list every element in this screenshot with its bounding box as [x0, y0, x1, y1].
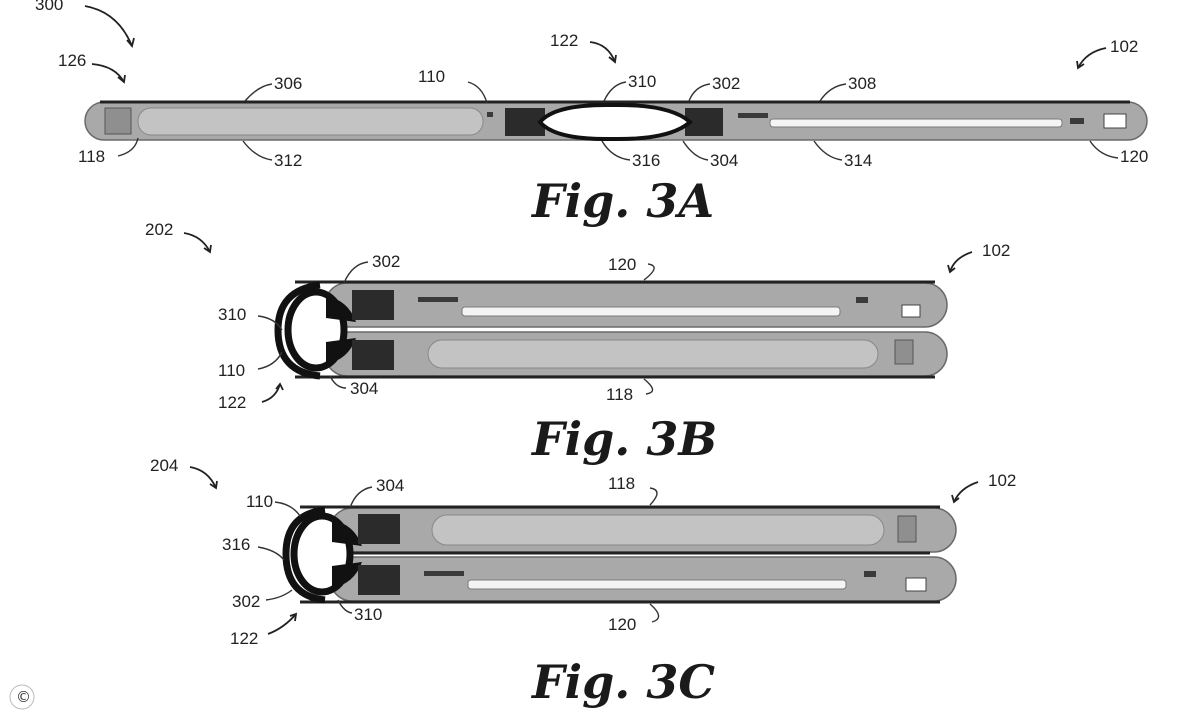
component-upper-c	[901, 304, 921, 318]
figure-3a: 300 126 122 102 306 110 310 302 308 118 …	[35, 0, 1148, 228]
component-small	[487, 112, 493, 117]
component-upper-b	[856, 297, 868, 303]
ref-122: 122	[218, 393, 246, 412]
ref-302: 302	[372, 252, 400, 271]
caption-fig-3a: Fig. 3A	[530, 174, 714, 228]
display-bar-upper	[461, 306, 841, 317]
ref-304: 304	[350, 379, 378, 398]
panel-upper	[324, 282, 948, 328]
component-right-a	[738, 113, 768, 118]
component-right-c	[1103, 113, 1127, 129]
ref-120: 120	[1120, 147, 1148, 166]
battery-upper	[431, 514, 885, 546]
battery-lower	[427, 339, 879, 369]
ref-316: 316	[222, 535, 250, 554]
component-upper-a	[418, 297, 458, 302]
ref-304: 304	[710, 151, 738, 170]
folded-hinge	[282, 506, 326, 604]
ref-310: 310	[354, 605, 382, 624]
ref-304: 304	[376, 476, 404, 495]
panel-lower	[329, 556, 957, 602]
ref-110: 110	[246, 492, 273, 511]
hinge-opening	[537, 102, 693, 142]
display-bar-lower	[467, 579, 847, 590]
ref-120: 120	[608, 255, 636, 274]
ref-202: 202	[145, 220, 173, 239]
ref-308: 308	[848, 74, 876, 93]
display-bar-right	[769, 118, 1063, 128]
hinge-block-bottom	[352, 340, 394, 370]
folded-hinge	[274, 281, 321, 380]
ref-102: 102	[982, 241, 1010, 260]
ref-118: 118	[606, 385, 633, 404]
caption-fig-3c: Fig. 3C	[530, 655, 715, 709]
hinge-block-top	[352, 290, 394, 320]
ref-314: 314	[844, 151, 872, 170]
ref-110: 110	[218, 361, 245, 380]
ref-310: 310	[628, 72, 656, 91]
component-lower-end	[894, 339, 914, 365]
ref-300: 300	[35, 0, 63, 14]
ref-122: 122	[230, 629, 258, 648]
component-right-b	[1070, 118, 1084, 124]
ref-316: 316	[632, 151, 660, 170]
ref-204: 204	[150, 456, 178, 475]
copyright-badge: ©	[9, 684, 35, 710]
hinge-block-top	[358, 514, 400, 544]
caption-fig-3b: Fig. 3B	[530, 412, 717, 466]
ref-302: 302	[232, 592, 260, 611]
ref-302: 302	[712, 74, 740, 93]
ref-126: 126	[58, 51, 86, 70]
ref-110: 110	[418, 67, 445, 86]
component-upper-end	[897, 515, 917, 543]
component-lower-b	[864, 571, 876, 577]
copyright-icon: ©	[16, 688, 31, 706]
ref-120: 120	[608, 615, 636, 634]
hinge-block-bottom	[358, 565, 400, 595]
ref-310: 310	[218, 305, 246, 324]
ref-306: 306	[274, 74, 302, 93]
left-end-component	[104, 107, 132, 135]
ref-122: 122	[550, 31, 578, 50]
ref-118: 118	[78, 147, 105, 166]
figure-3b: 202 302 120 102 310 110 122 304 118 Fig.…	[145, 220, 1010, 466]
figure-3c: 204 304 118 102 110 316 302 122 310 120 …	[150, 456, 1016, 709]
ref-118: 118	[608, 474, 635, 493]
ref-312: 312	[274, 151, 302, 170]
component-lower-a	[424, 571, 464, 576]
battery-left	[137, 107, 484, 136]
ref-102: 102	[1110, 37, 1138, 56]
ref-102: 102	[988, 471, 1016, 490]
component-lower-c	[905, 577, 927, 592]
